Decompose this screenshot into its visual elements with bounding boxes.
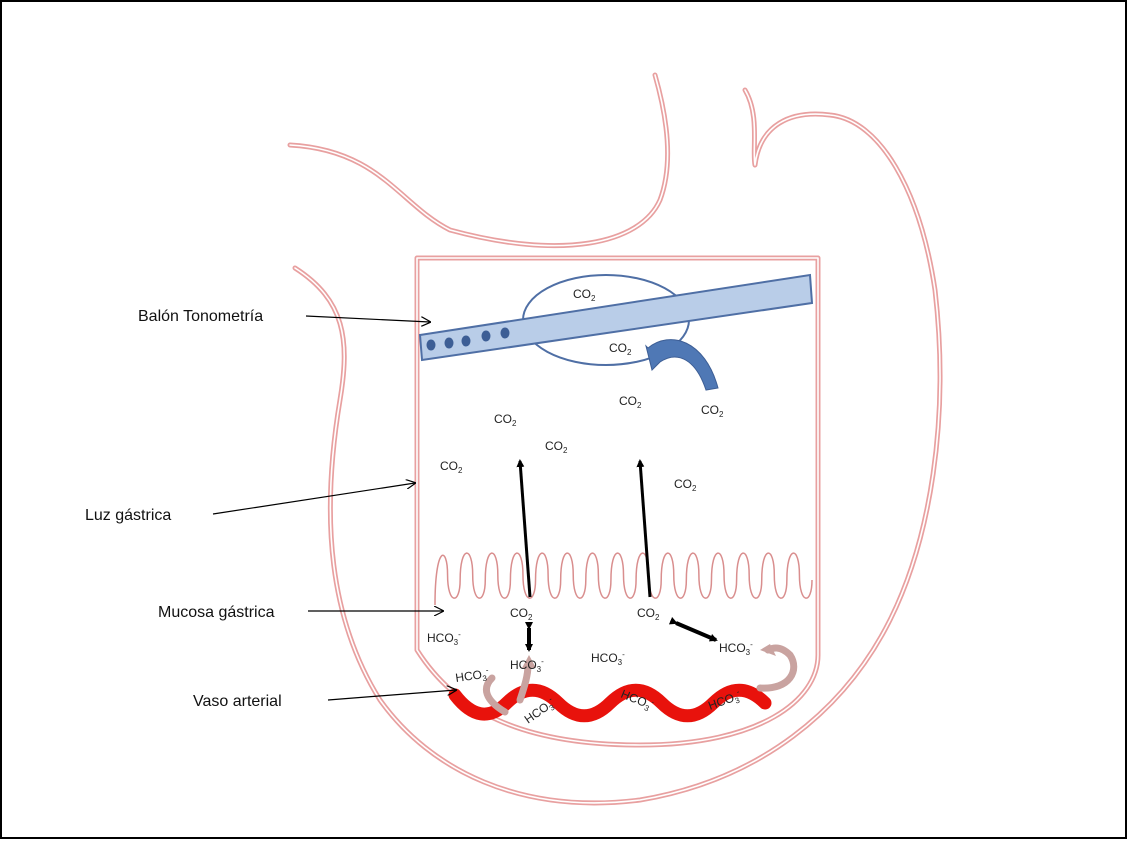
co2-text: CO2: [701, 403, 724, 419]
pointer-lumen: [213, 483, 415, 514]
pointer-balloon: [306, 316, 430, 322]
label-arterial-vessel: Vaso arterial: [193, 693, 282, 710]
catheter-hole: [501, 328, 510, 339]
label-gastric-mucosa: Mucosa gástrica: [158, 604, 275, 621]
hco3-text: HCO3-: [591, 650, 625, 667]
co2-text: CO2: [637, 606, 660, 622]
mucosa-folds: [435, 553, 812, 605]
flux-arrow: [760, 648, 794, 688]
co2-text: CO2: [619, 394, 642, 410]
balloon-diffusion-arrow: [646, 340, 718, 390]
label-gastric-lumen: Luz gástrica: [85, 507, 171, 524]
hco3-text: HCO3-: [510, 657, 544, 674]
co2-text: CO2: [609, 341, 632, 357]
hco3-text: HCO3-: [719, 640, 753, 657]
catheter-hole: [462, 336, 471, 347]
co2-up-arrow-left: [520, 461, 530, 597]
catheter-hole: [445, 338, 454, 349]
co2-text: CO2: [674, 477, 697, 493]
co2-text: CO2: [573, 287, 596, 303]
catheter-hole: [482, 331, 491, 342]
pointer-vessel: [328, 690, 456, 700]
co2-text: CO2: [494, 412, 517, 428]
esophagus-curve: [290, 75, 668, 246]
co2-text: CO2: [545, 439, 568, 455]
co2-hco3-equilibrium-right: [676, 623, 716, 640]
co2-up-arrow-right: [640, 461, 650, 597]
catheter-hole: [427, 340, 436, 351]
hco3-text: HCO3-: [427, 630, 461, 647]
label-balloon-tonometry: Balón Tonometría: [138, 308, 263, 325]
co2-text: CO2: [510, 606, 533, 622]
label-pointers: [213, 316, 456, 700]
co2-text: CO2: [440, 459, 463, 475]
